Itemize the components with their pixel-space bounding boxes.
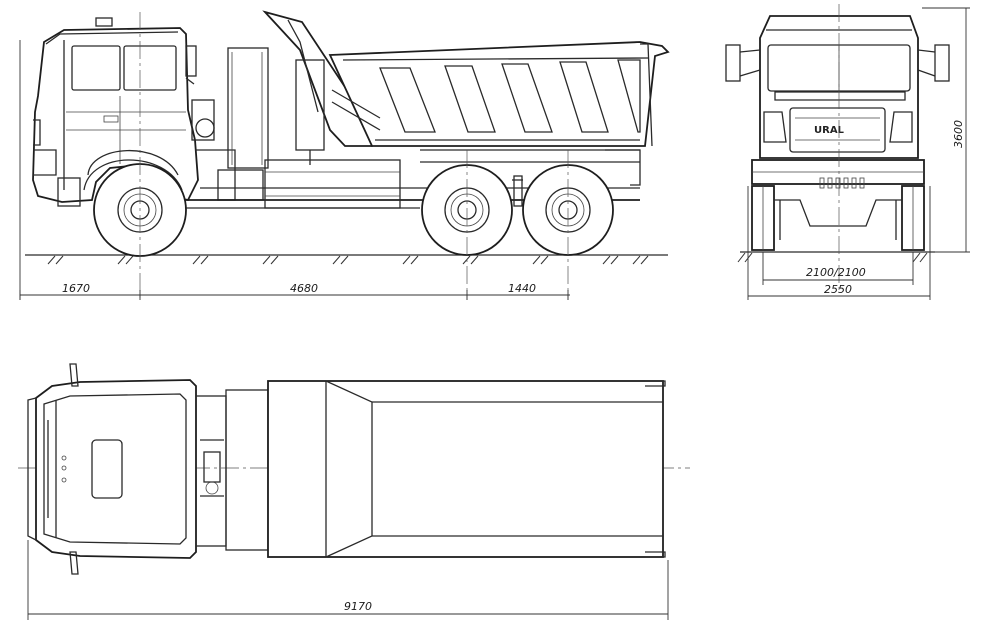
front-view: URAL 3600 bbox=[725, 4, 970, 300]
dim-overall-length: 9170 bbox=[344, 600, 372, 613]
side-ground-hatch bbox=[47, 255, 649, 265]
dim-wheelbase-rear: 1440 bbox=[508, 282, 536, 295]
dim-height: 3600 bbox=[952, 120, 965, 148]
side-cab-window-rear bbox=[123, 45, 177, 91]
front-bumper-vents bbox=[819, 177, 865, 189]
front-ground-hatch bbox=[737, 252, 928, 263]
side-dimensions bbox=[19, 40, 570, 300]
dim-width: 2550 bbox=[824, 283, 852, 296]
front-width-dimensions bbox=[747, 186, 931, 300]
front-height-dimension bbox=[922, 7, 970, 253]
dim-track: 2100/2100 bbox=[806, 266, 866, 279]
side-engine-area bbox=[191, 47, 269, 201]
dim-front-overhang: 1670 bbox=[62, 282, 90, 295]
side-cab-window-front bbox=[71, 45, 121, 91]
front-grille-badge: URAL bbox=[814, 125, 845, 136]
top-length-dimension bbox=[27, 540, 669, 620]
front-mirror-right bbox=[934, 44, 950, 82]
side-horn bbox=[95, 17, 113, 27]
front-grille bbox=[789, 107, 886, 153]
top-cab bbox=[27, 379, 197, 559]
side-dump-body bbox=[262, 10, 670, 165]
top-view: 9170 bbox=[18, 363, 690, 620]
top-mirror-right bbox=[69, 551, 79, 575]
dim-wheelbase-front: 4680 bbox=[290, 282, 318, 295]
side-view: 1670 4680 1440 bbox=[19, 10, 670, 300]
top-dump-body bbox=[267, 380, 666, 558]
top-mirror-left bbox=[69, 363, 79, 387]
side-fuel-tank bbox=[264, 159, 401, 209]
top-roof-hatch bbox=[91, 439, 123, 499]
front-headlight-left bbox=[763, 111, 787, 143]
side-mirror bbox=[185, 45, 197, 77]
front-headlight-right bbox=[889, 111, 913, 143]
front-mirror-left bbox=[725, 44, 741, 82]
top-chassis-between bbox=[195, 389, 269, 551]
